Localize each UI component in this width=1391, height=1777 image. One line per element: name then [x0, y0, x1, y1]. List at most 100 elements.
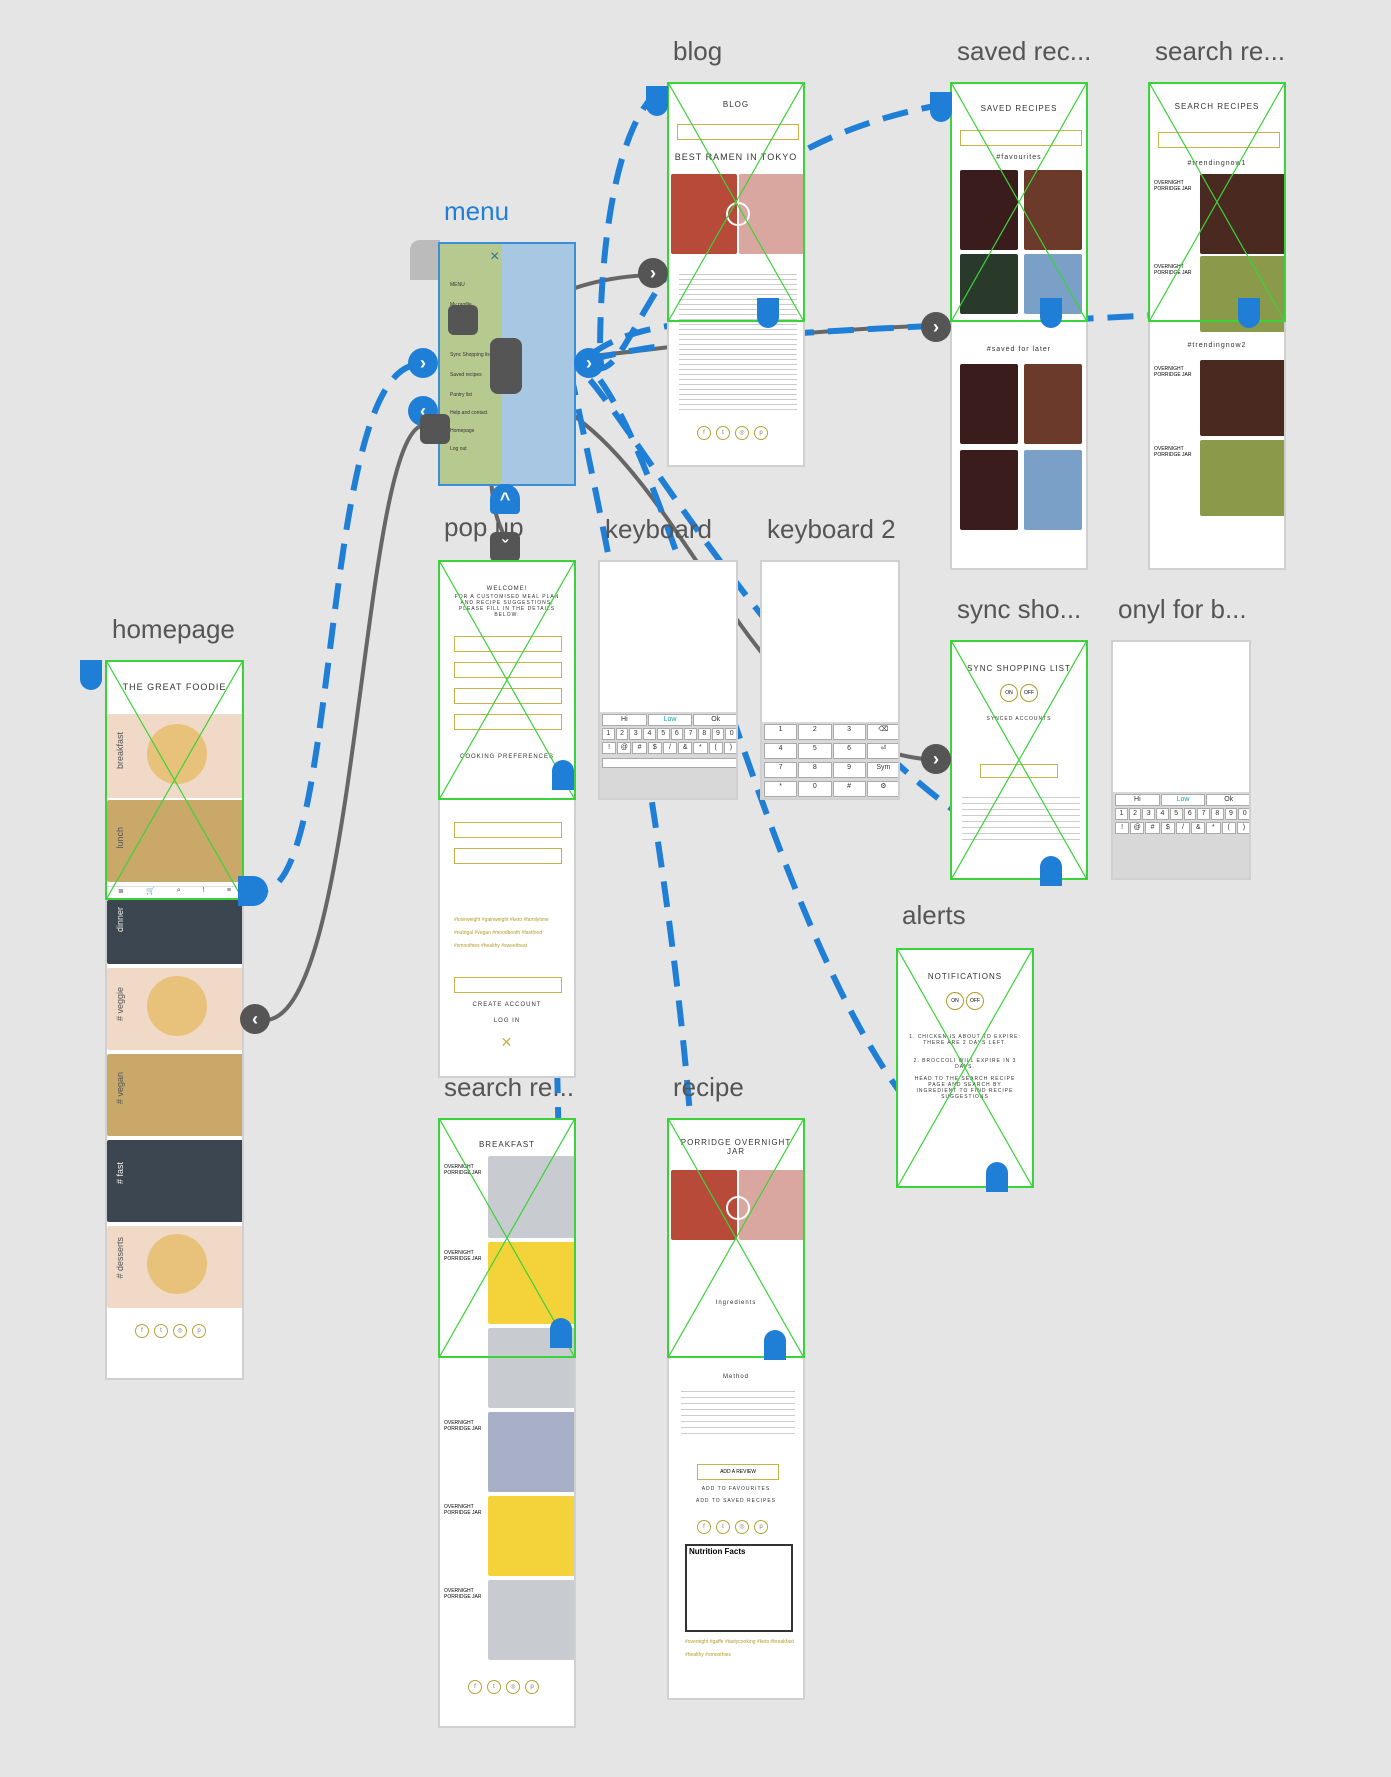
key[interactable]: @ [1130, 822, 1145, 834]
list-icon[interactable]: ≣ [118, 888, 124, 895]
key[interactable]: 9 [1224, 808, 1238, 820]
key[interactable]: $ [647, 742, 662, 754]
search-anchor-tab[interactable] [1238, 298, 1260, 328]
alert-icon[interactable]: ! [202, 887, 205, 894]
key[interactable]: & [678, 742, 693, 754]
add-review-button[interactable]: ADD A REVIEW [697, 1464, 779, 1480]
add-button[interactable] [980, 764, 1058, 778]
menu-item[interactable]: Help and contact [450, 410, 488, 416]
link-connector[interactable] [490, 338, 522, 394]
key[interactable]: 0 [798, 781, 832, 797]
menu-down-handle[interactable]: ^ [490, 484, 520, 514]
search-recipes-board[interactable]: SEARCH RECIPES #trendingnow1 OVERNIGHT P… [1148, 82, 1286, 570]
close-icon[interactable]: × [490, 248, 500, 265]
pinterest-icon[interactable]: p [754, 1520, 768, 1534]
menu-item[interactable]: Log out [450, 446, 467, 452]
suggestion[interactable]: Low [1160, 794, 1206, 806]
key[interactable]: 5 [798, 743, 832, 759]
key[interactable]: * [764, 781, 798, 797]
key[interactable]: # [1145, 822, 1160, 834]
sync-link-handle[interactable]: › [921, 744, 951, 774]
name-field[interactable] [454, 636, 562, 652]
saved-anchor-tab[interactable] [1040, 298, 1062, 328]
pinterest-icon[interactable]: p [525, 1680, 539, 1694]
blog-anchor-tab[interactable] [646, 86, 668, 116]
key[interactable]: / [1175, 822, 1191, 834]
key[interactable]: 0 [725, 728, 736, 740]
repeat-password-field[interactable] [454, 714, 562, 730]
key[interactable]: 1 [1115, 808, 1128, 820]
key[interactable]: 3 [832, 724, 866, 740]
key[interactable]: ! [602, 742, 617, 754]
key[interactable]: # [832, 781, 866, 797]
blog-link-handle[interactable]: › [638, 258, 668, 288]
search-input[interactable] [1158, 132, 1280, 148]
password-field[interactable] [454, 688, 562, 704]
recipe-anchor-tab[interactable] [764, 1330, 786, 1360]
pinterest-icon[interactable]: p [754, 426, 768, 440]
key[interactable]: # [632, 742, 647, 754]
key[interactable]: 6 [670, 728, 684, 740]
key[interactable]: * [1206, 822, 1221, 834]
key[interactable]: 6 [1183, 808, 1197, 820]
key[interactable]: 3 [629, 728, 643, 740]
facebook-login-button[interactable] [454, 977, 562, 993]
menu-item[interactable]: Pantry list [450, 392, 472, 398]
key[interactable]: 0 [1238, 808, 1249, 820]
breakfast-search-board[interactable]: BREAKFAST OVERNIGHT PORRIDGE JAR OVERNIG… [438, 1118, 576, 1728]
key[interactable]: ) [723, 742, 736, 754]
key[interactable]: ( [1221, 822, 1236, 834]
key[interactable]: 5 [1169, 808, 1183, 820]
key[interactable]: ⏎ [866, 743, 898, 759]
on-toggle[interactable]: ON [1000, 684, 1018, 702]
instagram-icon[interactable]: ◎ [735, 1520, 749, 1534]
pinterest-icon[interactable]: p [192, 1324, 206, 1338]
alerts-anchor-tab[interactable] [986, 1162, 1008, 1192]
suggestion[interactable]: Ok [693, 714, 736, 726]
key[interactable]: 7 [684, 728, 697, 740]
key[interactable]: ! [1115, 822, 1130, 834]
close-icon[interactable]: ✕ [500, 1034, 514, 1050]
off-toggle[interactable]: OFF [1020, 684, 1038, 702]
saved-anchor-tab[interactable] [930, 92, 952, 122]
key[interactable]: 4 [764, 743, 798, 759]
key[interactable]: 8 [798, 762, 832, 778]
twitter-icon[interactable]: t [716, 1520, 730, 1534]
key[interactable]: 8 [1210, 808, 1224, 820]
play-icon[interactable] [726, 202, 750, 226]
search-icon[interactable]: ⌕ [176, 887, 181, 894]
twitter-icon[interactable]: t [487, 1680, 501, 1694]
facebook-icon[interactable]: f [135, 1324, 149, 1338]
key[interactable]: 5 [656, 728, 670, 740]
sync-board[interactable]: SYNC SHOPPING LIST ON OFF SYNCED ACCOUNT… [950, 640, 1088, 880]
suggestion[interactable]: Hi [1115, 794, 1160, 806]
key[interactable]: ) [1236, 822, 1249, 834]
key[interactable]: @ [617, 742, 632, 754]
suggestion[interactable]: Low [647, 714, 693, 726]
add-saved-link[interactable]: ADD TO SAVED RECIPES [695, 1498, 777, 1504]
link-connector[interactable] [420, 414, 450, 444]
menu-item[interactable]: Saved recipes [450, 372, 482, 378]
key[interactable]: 2 [798, 724, 832, 740]
key[interactable]: 9 [832, 762, 866, 778]
alerts-board[interactable]: NOTIFICATIONS ON OFF 1. CHICKEN IS ABOUT… [896, 948, 1034, 1188]
instagram-icon[interactable]: ◎ [173, 1324, 187, 1338]
sync-anchor-tab[interactable] [1040, 856, 1062, 886]
breakfast-anchor-tab[interactable] [550, 1318, 572, 1348]
homepage-board[interactable]: THE GREAT FOODIE breakfast lunch ≣🛒⌕!≡ d… [105, 660, 244, 1380]
facebook-icon[interactable]: f [697, 426, 711, 440]
key[interactable]: 1 [764, 724, 798, 740]
create-account-link[interactable]: CREATE ACCOUNT [472, 1002, 542, 1008]
login-link[interactable]: LOG IN [493, 1018, 521, 1024]
facebook-icon[interactable]: f [468, 1680, 482, 1694]
search-input[interactable] [960, 130, 1082, 146]
twitter-icon[interactable]: t [716, 426, 730, 440]
twitter-icon[interactable]: t [154, 1324, 168, 1338]
